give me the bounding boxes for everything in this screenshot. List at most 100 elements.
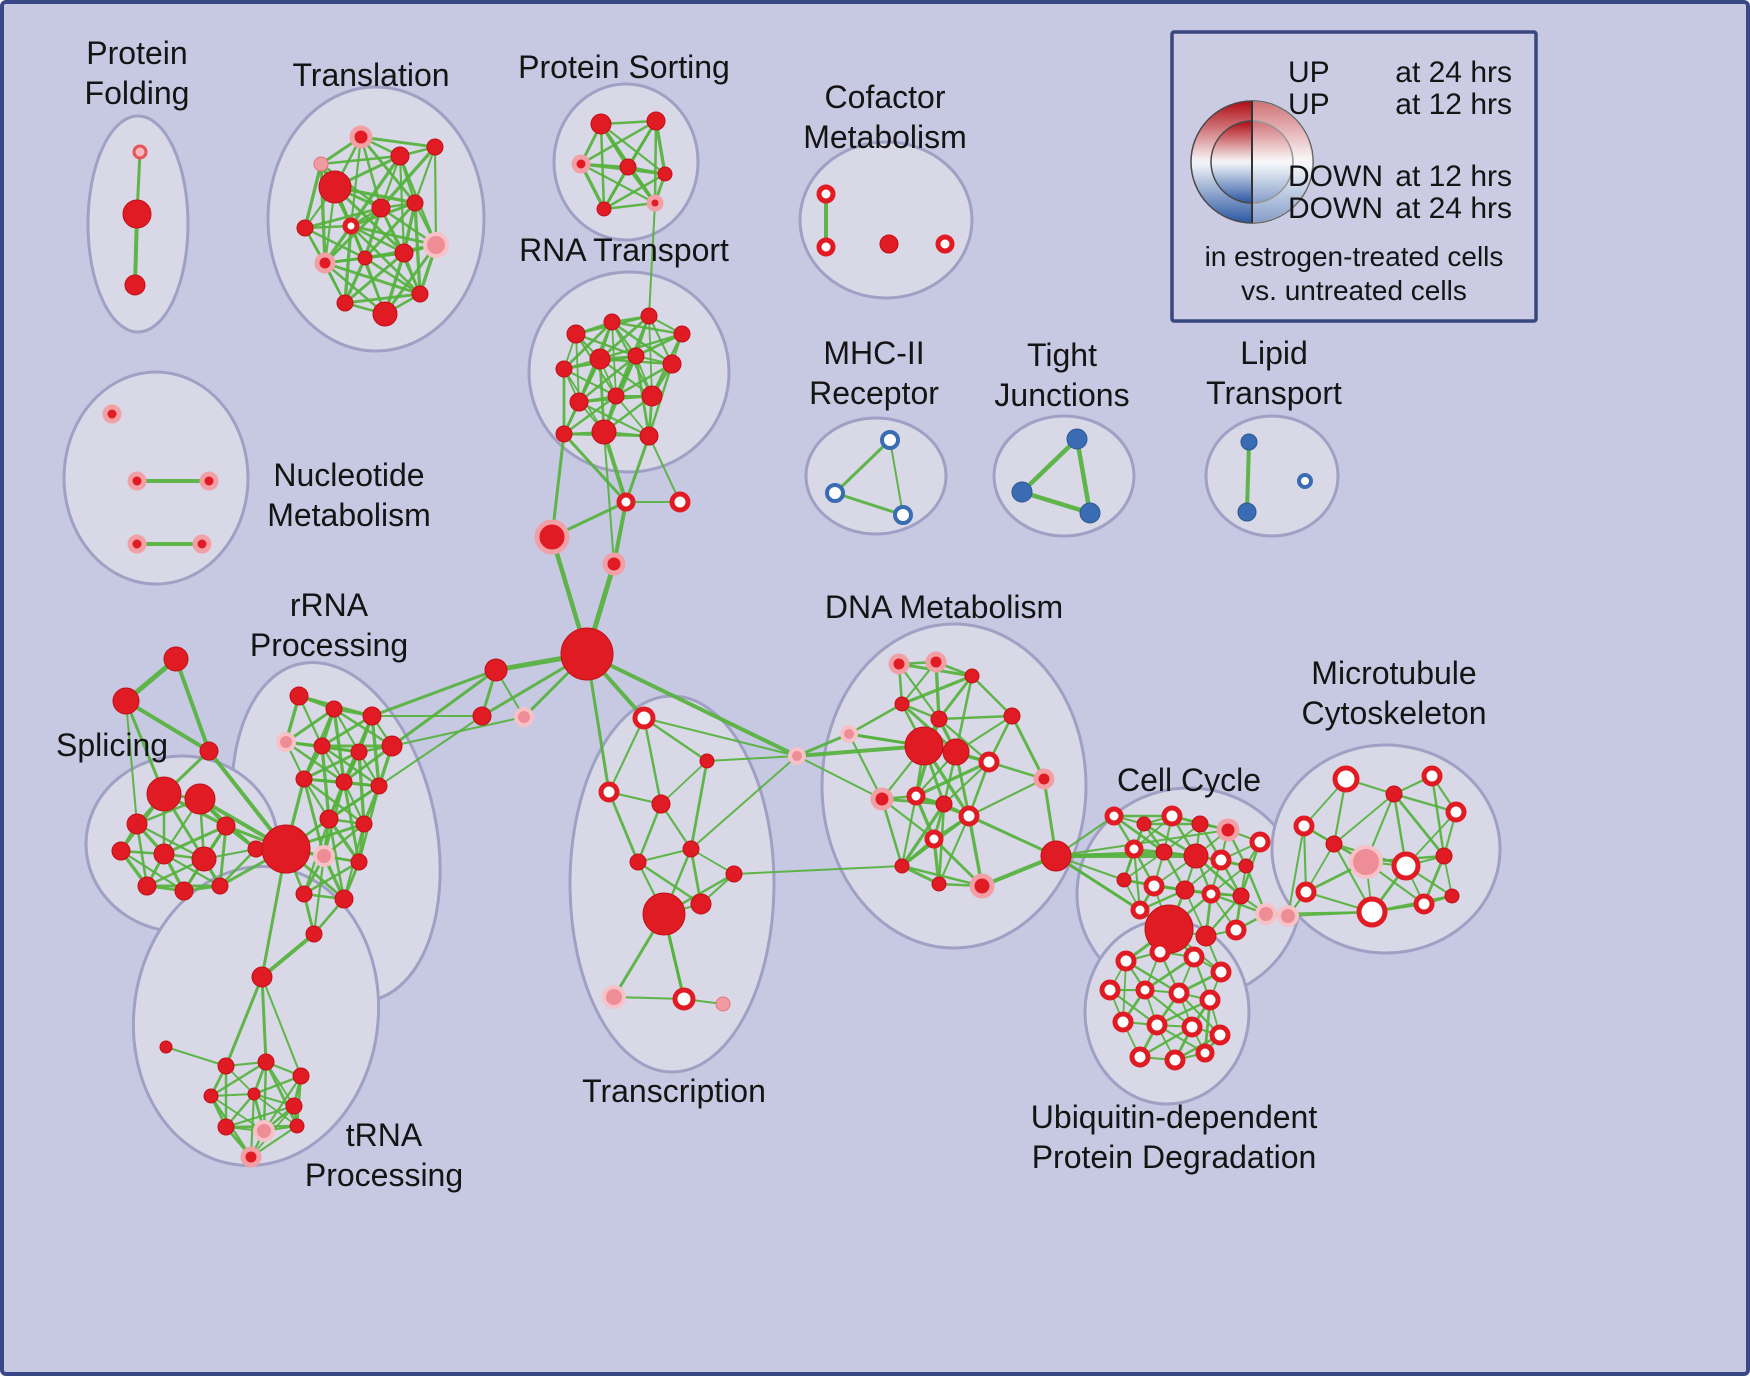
network-node-bluering xyxy=(1297,473,1313,489)
network-node-redhalo xyxy=(602,552,626,576)
legend-row-up-24-time: at 24 hrs xyxy=(1395,56,1512,89)
network-node-red xyxy=(305,925,323,943)
network-node-ring xyxy=(958,805,980,827)
legend-row-up-24-direction: UP xyxy=(1288,56,1330,89)
network-edge xyxy=(937,814,971,886)
network-node-redhalo xyxy=(870,787,894,811)
network-node-redhalo xyxy=(969,873,995,899)
network-node-red xyxy=(335,773,353,791)
network-node-red xyxy=(1003,707,1021,725)
network-edge xyxy=(260,975,268,1064)
network-node-ring xyxy=(1210,961,1232,983)
network-edge xyxy=(562,432,628,504)
network-edge xyxy=(1392,792,1458,814)
network-edge xyxy=(1019,436,1080,495)
network-node-red xyxy=(1116,872,1132,888)
network-node-ring xyxy=(1149,941,1171,963)
network-node-redhalo xyxy=(127,471,147,491)
network-node-red xyxy=(247,1087,261,1101)
network-node-ring xyxy=(1445,801,1467,823)
network-edge xyxy=(224,975,264,1068)
network-edge xyxy=(303,206,383,230)
network-node-pinkhalo xyxy=(423,232,449,258)
network-edge xyxy=(967,777,1046,818)
network-node-pinkhalo xyxy=(1349,845,1383,879)
network-node-red xyxy=(596,201,612,217)
network-node-ring xyxy=(1124,839,1144,859)
network-node-redhalo xyxy=(1216,818,1240,842)
network-edge xyxy=(1245,440,1251,514)
network-node-red xyxy=(426,138,444,156)
network-node-ring xyxy=(1104,806,1124,826)
network-node-red xyxy=(569,392,589,412)
network-node-red xyxy=(1325,835,1343,853)
network-edge xyxy=(260,932,316,979)
network-node-pinkhalo xyxy=(313,845,335,867)
network-edge xyxy=(261,976,302,1077)
network-node-red xyxy=(607,387,625,405)
network-node-red xyxy=(163,646,189,672)
network-edge xyxy=(607,790,640,864)
network-edge xyxy=(359,135,383,210)
network-edge xyxy=(690,755,798,850)
network-node-red xyxy=(122,199,152,229)
cluster-label-translation: Translation xyxy=(292,57,449,93)
cluster-label-rna-transport: RNA Transport xyxy=(519,232,729,268)
network-node-ring xyxy=(1130,900,1150,920)
network-node-ring xyxy=(816,184,836,204)
network-edge xyxy=(967,814,1058,858)
network-edge xyxy=(1019,489,1093,516)
legend-row-up-12-direction: UP xyxy=(1288,88,1330,121)
network-edge xyxy=(660,760,708,805)
network-edge xyxy=(124,699,211,753)
network-edge xyxy=(1333,793,1395,845)
cluster-ellipse-nucleotide-metabolism xyxy=(62,370,250,586)
network-edge xyxy=(119,849,186,893)
network-edge xyxy=(603,431,615,565)
network-edge xyxy=(614,362,674,398)
network-node-red xyxy=(555,360,573,378)
network-edge xyxy=(897,662,941,721)
network-node-pinkring xyxy=(132,144,148,160)
network-node-redhalo xyxy=(925,651,947,673)
network-node-ring xyxy=(1183,946,1205,968)
network-node-red xyxy=(1191,815,1209,833)
network-edge xyxy=(1010,714,1046,781)
network-node-ring xyxy=(669,491,691,513)
network-edge xyxy=(370,714,381,788)
network-node-red xyxy=(619,158,637,176)
network-node-ring xyxy=(935,234,955,254)
network-edge xyxy=(636,860,703,906)
network-edge xyxy=(970,674,1014,718)
network-node-red xyxy=(350,743,368,761)
network-node-ring xyxy=(1129,1046,1151,1068)
network-edge xyxy=(165,1046,227,1067)
network-edge xyxy=(914,760,991,798)
network-node-red xyxy=(662,354,682,374)
network-node-redhalo xyxy=(534,519,570,555)
network-edge xyxy=(796,755,883,800)
network-node-red xyxy=(406,194,424,212)
network-node-red xyxy=(112,687,140,715)
network-edge xyxy=(343,292,422,305)
network-node-ring xyxy=(1295,881,1317,903)
network-node-red xyxy=(484,658,508,682)
network-node-red xyxy=(1385,785,1403,803)
network-edge xyxy=(370,668,498,718)
network-node-red xyxy=(296,219,314,237)
network-node-red xyxy=(1238,858,1254,874)
network-node-ring xyxy=(1199,989,1221,1011)
network-node-red xyxy=(1183,843,1209,869)
network-node-blue xyxy=(1240,433,1258,451)
cluster-ellipse-microtubule-cytoskeleton xyxy=(1270,743,1502,955)
cluster-ellipse-mhc-ii-receptor xyxy=(804,416,948,536)
network-node-red xyxy=(879,234,899,254)
network-node-red xyxy=(1435,847,1453,865)
network-edge xyxy=(900,864,984,888)
network-edge xyxy=(642,716,709,763)
